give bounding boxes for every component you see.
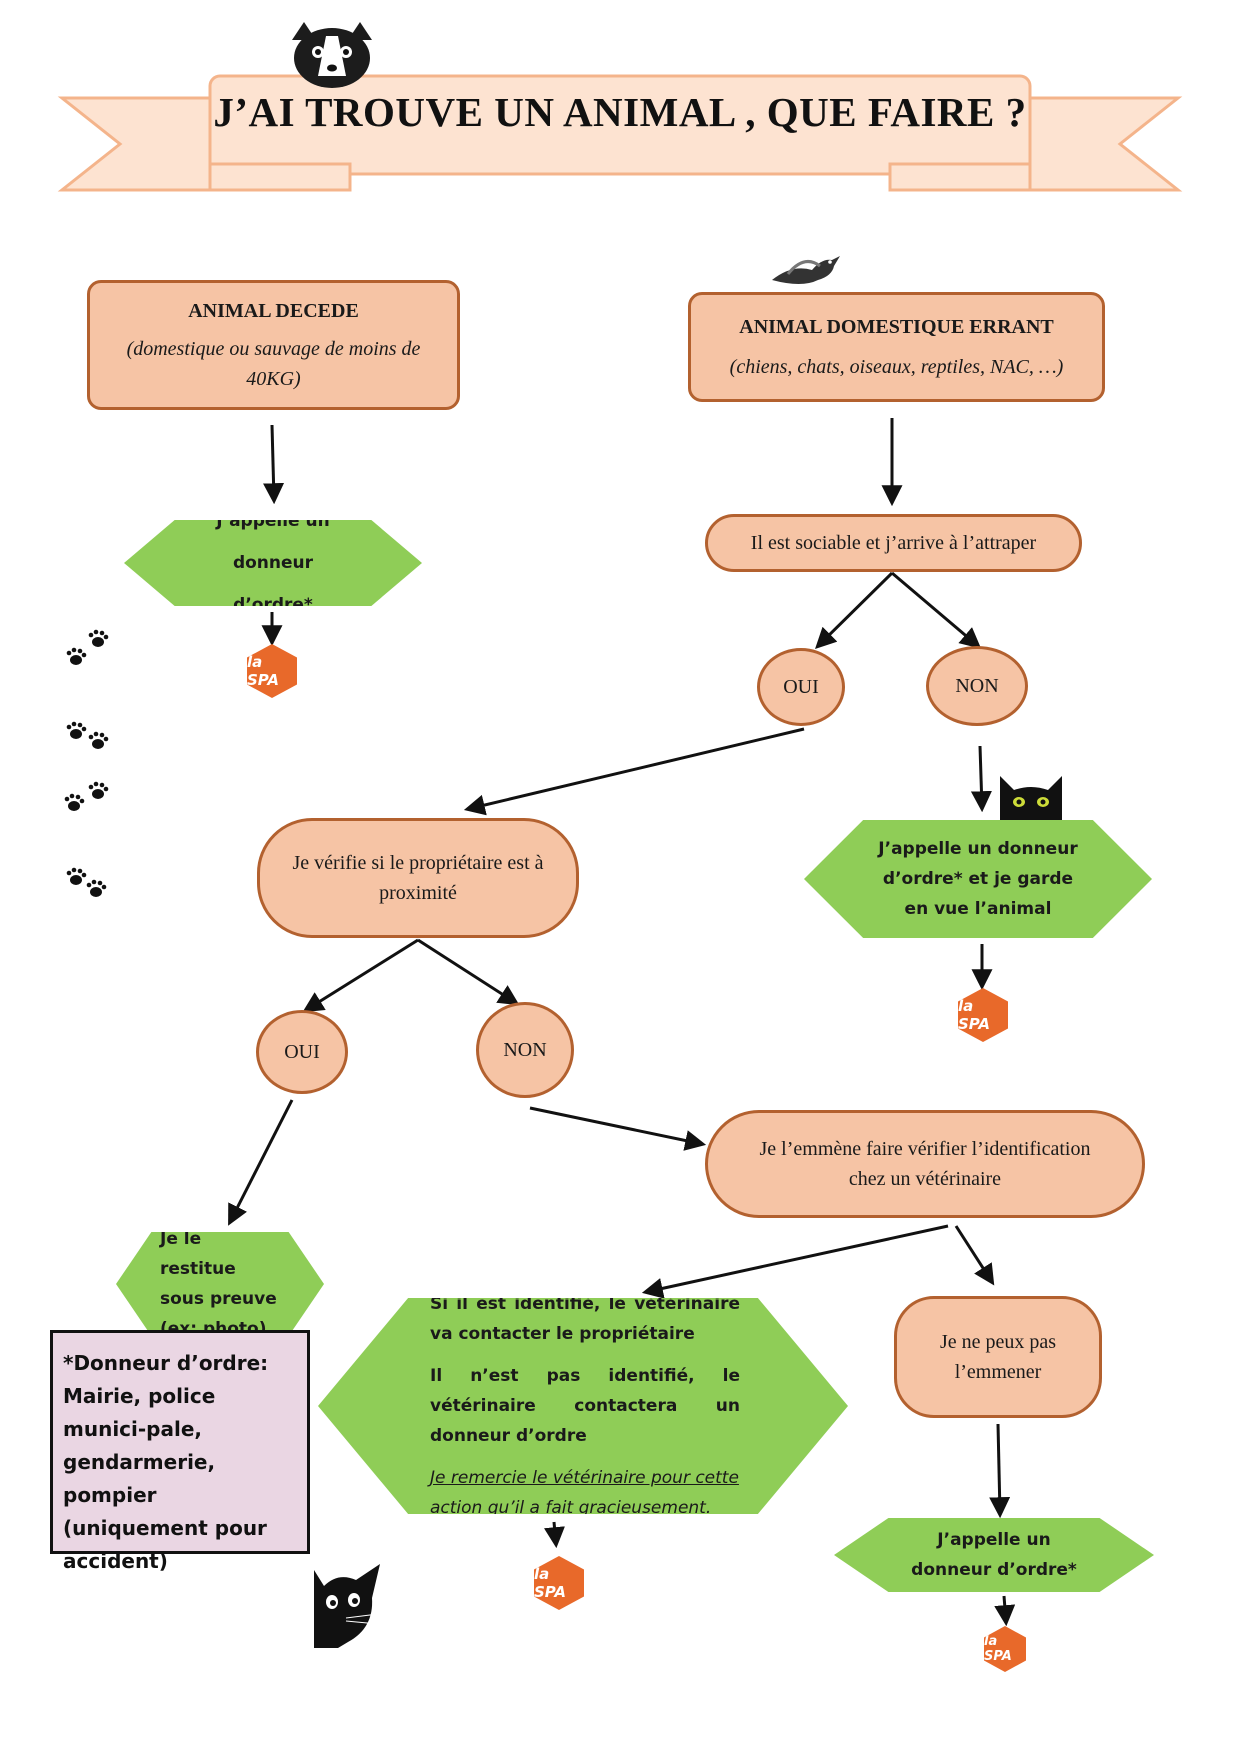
arrow [994,1595,1016,1627]
node-text: J’appelle un donneur d’ordre* [911,1530,1077,1580]
node-text: Si il est identifié, le vétérinaire va c… [430,1294,740,1344]
arrow [891,571,982,649]
donneur-ordre-note: *Donneur d’ordre: Mairie, police munici-… [50,1330,310,1573]
arrow [815,571,894,649]
node-text: Je le restitue sous preuve (ex: photo) [160,1229,277,1339]
node-oui-2: OUI [256,1010,348,1094]
arrow [989,1423,1011,1519]
node-text: NON [955,675,999,697]
arrow [228,1099,294,1226]
note-text: *Donneur d’ordre: Mairie, police munici-… [63,1351,269,1573]
node-text: Je l’emmène faire vérifier l’identificat… [759,1138,1091,1190]
arrow [544,1521,565,1549]
paw-prints-icon [64,629,109,897]
arrow [302,938,419,1013]
node-text: Je ne peux pas l’emmener [939,1331,1057,1383]
node-appelle-donneur-2: J’appelle un donneur d’ordre* [834,1518,1154,1592]
node-title: ANIMAL DECEDE [188,300,359,322]
node-text: Je vérifie si le propriétaire est à prox… [292,852,544,904]
node-restitue: Je le restitue sous preuve (ex: photo) [116,1232,324,1336]
pigeon-icon [772,256,840,284]
cat-icon [1000,776,1062,820]
dog-icon [292,22,372,88]
node-non-2: NON [476,1002,574,1098]
node-text: OUI [284,1041,320,1063]
arrow [529,1106,707,1151]
node-text: NON [503,1039,547,1061]
node-text: J’appelle un donneur d’ordre* [216,511,330,615]
node-title: ANIMAL DOMESTIQUE ERRANT [739,316,1054,338]
arrow [263,424,285,505]
node-animal-errant: ANIMAL DOMESTIQUE ERRANT (chiens, chats,… [688,292,1105,402]
node-text: OUI [783,676,819,698]
node-verifie-proprietaire: Je vérifie si le propriétaire est à prox… [257,818,579,938]
node-oui-1: OUI [757,648,845,726]
arrow [417,938,520,1006]
cat-icon [314,1564,380,1648]
node-text: Il est sociable et j’arrive à l’attraper [750,532,1037,554]
arrow [970,745,992,813]
node-appelle-garde-vue: J’appelle un donneur d’ordre* et je gard… [804,820,1152,938]
arrow [641,1224,949,1299]
title-banner [57,22,1183,192]
arrow [463,727,805,816]
node-text: Je remercie le vétérinaire pour cette ac… [430,1468,739,1518]
arrow [954,1225,995,1286]
node-text: J’appelle un donneur d’ordre* et je gard… [878,839,1078,919]
node-emmene-veterinaire: Je l’emmène faire vérifier l’identificat… [705,1110,1145,1218]
node-animal-decede: ANIMAL DECEDE (domestique ou sauvage de … [87,280,460,410]
node-appelle-donneur-1: J’appelle un donneur d’ordre* [124,520,422,606]
page-title: J’AI TROUVE UN ANIMAL , QUE FAIRE ? [213,89,1027,135]
node-sociable: Il est sociable et j’arrive à l’attraper [705,514,1082,572]
node-subtitle: (domestique ou sauvage de moins de 40KG) [126,338,421,390]
node-veterinaire-identification: Si il est identifié, le vétérinaire va c… [318,1298,848,1514]
node-subtitle: (chiens, chats, oiseaux, reptiles, NAC, … [729,356,1064,378]
node-peux-pas-emmener: Je ne peux pas l’emmener [894,1296,1102,1418]
node-text: Il n’est pas identifié, le vétérinaire c… [430,1366,740,1446]
node-non-1: NON [926,646,1028,726]
